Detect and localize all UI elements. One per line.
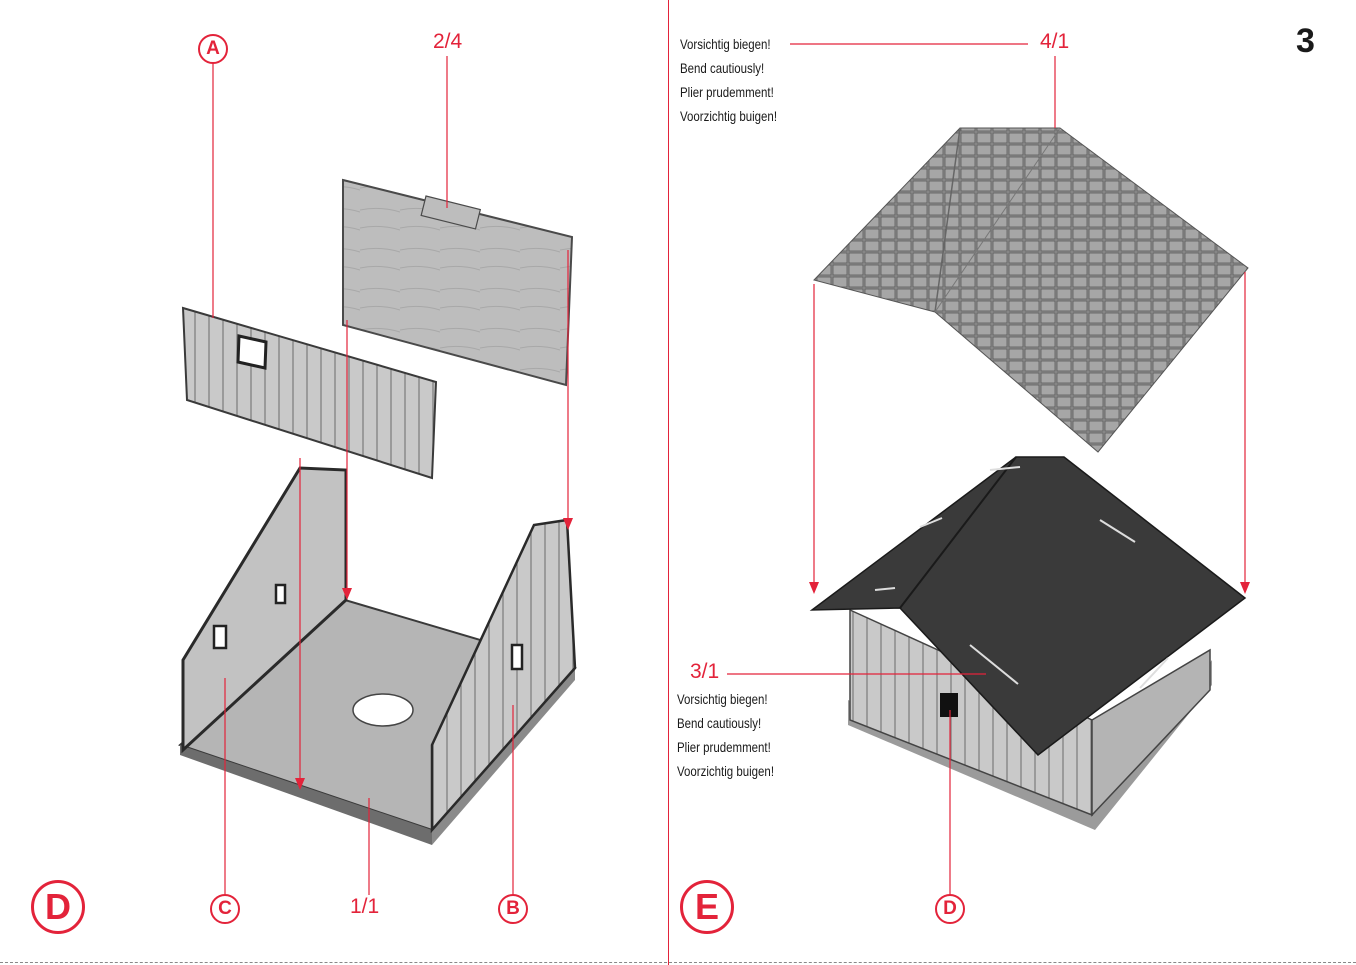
- note-top-en: Bend cautiously!: [680, 56, 777, 80]
- part-label-4-1: 4/1: [1040, 30, 1069, 54]
- part-label-3-1: 3/1: [690, 660, 719, 684]
- step-label-d: D: [31, 880, 85, 934]
- roof-part-4-1: [814, 128, 1248, 452]
- page-number: 3: [1296, 22, 1326, 61]
- trim-line: [0, 962, 1356, 963]
- part-label-1-1: 1/1: [350, 895, 379, 919]
- house-d: [812, 457, 1245, 830]
- note-top-nl: Voorzichtig buigen!: [680, 104, 777, 128]
- note-bottom-fr: Plier prudemment!: [677, 735, 774, 759]
- part-label-d: D: [935, 894, 965, 924]
- note-bottom-nl: Voorzichtig buigen!: [677, 759, 774, 783]
- bend-note-top: Vorsichtig biegen! Bend cautiously! Plie…: [680, 32, 777, 128]
- building-base-1-1: [180, 468, 575, 845]
- note-top-fr: Plier prudemment!: [680, 80, 777, 104]
- note-bottom-en: Bend cautiously!: [677, 711, 774, 735]
- part-label-a: A: [198, 34, 228, 64]
- step-label-e: E: [680, 880, 734, 934]
- wall-panel-2-4: [343, 180, 572, 385]
- part-label-2-4: 2/4: [433, 30, 462, 54]
- part-label-c: C: [210, 894, 240, 924]
- part-label-b: B: [498, 894, 528, 924]
- note-top-de: Vorsichtig biegen!: [680, 32, 777, 56]
- note-bottom-de: Vorsichtig biegen!: [677, 687, 774, 711]
- bend-note-bottom: Vorsichtig biegen! Bend cautiously! Plie…: [677, 687, 774, 783]
- page-fold-line: [668, 0, 669, 965]
